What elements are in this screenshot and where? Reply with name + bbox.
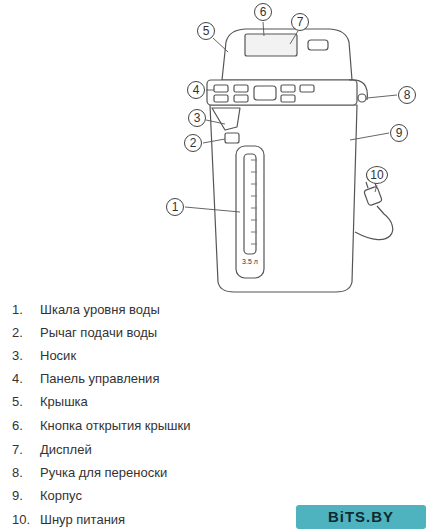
leader-line (206, 120, 225, 124)
leader-line (375, 185, 377, 192)
part-name: Ручка для переноски (40, 466, 167, 480)
panel-button (214, 85, 228, 92)
gauge-ticks (251, 160, 257, 244)
callout-number: 4 (187, 81, 205, 99)
callout-number-text: 3 (194, 112, 201, 124)
plug (364, 186, 383, 206)
callout-number-text: 5 (203, 25, 210, 37)
lid-button (308, 40, 328, 50)
part-name: Носик (40, 349, 76, 363)
list-number: 7. (12, 443, 23, 457)
lever (225, 133, 239, 143)
list-number: 8. (12, 466, 23, 480)
leader-line (367, 95, 397, 98)
gauge-tube (244, 154, 256, 254)
list-number: 9. (12, 489, 23, 503)
part-name: Кнопка открытия крышки (40, 419, 191, 433)
gauge-tick (251, 172, 257, 173)
callout-number: 8 (398, 86, 416, 104)
spout (212, 108, 240, 130)
list-number: 10. (12, 513, 30, 527)
callout-number: 2 (184, 134, 202, 152)
leader-line (350, 133, 389, 140)
part-name: Дисплей (40, 443, 92, 457)
panel-button (300, 85, 314, 92)
list-number: 1. (12, 303, 23, 317)
part-name: Шкала уровня воды (40, 303, 160, 317)
callout-number: 10 (366, 166, 388, 184)
callout-number-text: 10 (370, 169, 383, 181)
list-number: 5. (12, 395, 23, 409)
gauge-window (236, 146, 264, 278)
callout-number: 6 (254, 3, 272, 21)
callout-number: 1 (166, 198, 184, 216)
gauge-tick (251, 196, 257, 197)
callout-number: 5 (197, 22, 215, 40)
callout-number-text: 4 (193, 84, 200, 96)
panel-button (281, 95, 295, 102)
gauge-tick (251, 232, 257, 233)
gauge-tick (251, 244, 257, 245)
panel-button (214, 95, 228, 102)
watermark: BiTS.BY (328, 509, 394, 526)
body-outline (210, 105, 357, 292)
leader-line (290, 31, 298, 44)
callout-number-text: 6 (260, 6, 267, 18)
leader-line (185, 207, 240, 212)
panel-button (254, 86, 276, 100)
plug-pin (366, 182, 368, 188)
gauge-tick (251, 184, 257, 185)
part-name: Крышка (40, 395, 88, 409)
lid-outline (222, 29, 352, 80)
leader-line (263, 22, 264, 36)
list-number: 3. (12, 349, 23, 363)
leader-line (203, 139, 225, 143)
list-number: 4. (12, 372, 23, 386)
part-name: Корпус (40, 489, 82, 503)
power-cord (355, 206, 393, 240)
part-name: Рычаг подачи воды (40, 326, 157, 340)
gauge-tick (251, 160, 257, 161)
callout-number: 3 (188, 109, 206, 127)
display-outline (245, 34, 297, 56)
list-number: 2. (12, 326, 23, 340)
callout-number-text: 1 (172, 201, 179, 213)
leader-line (206, 90, 214, 91)
callout-number-text: 8 (404, 89, 411, 101)
callout-number-text: 9 (396, 127, 403, 139)
control-panel (207, 80, 357, 105)
gauge-tick (251, 208, 257, 209)
gauge-tick (251, 220, 257, 221)
list-number: 6. (12, 419, 23, 433)
handle-hinge (358, 94, 366, 102)
panel-button (234, 95, 248, 102)
callout-number-text: 2 (190, 137, 197, 149)
callout-number-text: 7 (297, 16, 304, 28)
callout-number: 9 (390, 124, 408, 142)
panel-button (234, 85, 248, 92)
panel-button (281, 85, 295, 92)
leader-line (213, 38, 228, 52)
watermark-badge (296, 505, 426, 529)
capacity-mark: 3.5 л (241, 258, 259, 266)
part-name: Панель управления (40, 372, 159, 386)
callout-number: 7 (291, 13, 309, 31)
part-name: Шнур питания (40, 513, 125, 527)
leader-lines (185, 22, 397, 212)
